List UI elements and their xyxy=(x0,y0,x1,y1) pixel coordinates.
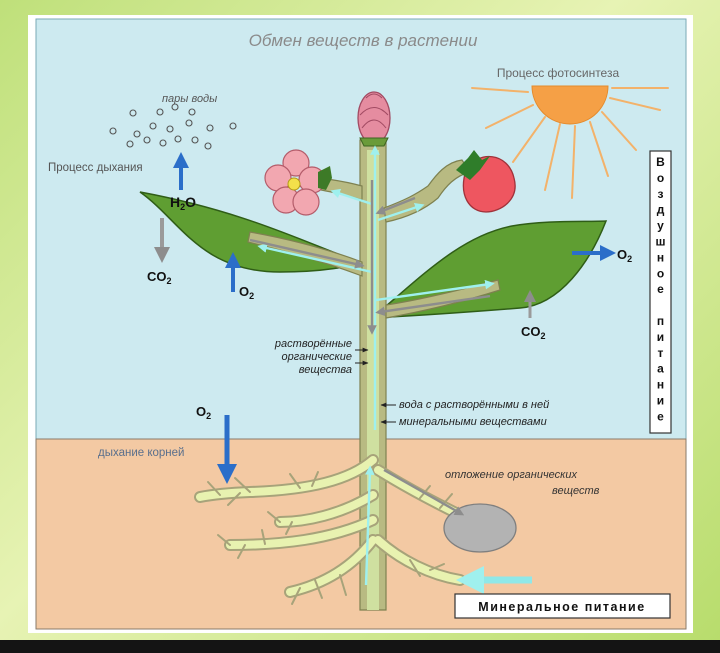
mineral-nutrition-label: Минеральное питание xyxy=(478,600,645,614)
air-nutrition-letter: д xyxy=(657,203,665,217)
air-nutrition-letter: о xyxy=(657,266,664,280)
storage-organ xyxy=(443,503,517,553)
air-nutrition-letter: и xyxy=(657,394,664,408)
respiration-label: Процесс дыхания xyxy=(48,162,143,174)
storage-label-2: веществ xyxy=(552,485,600,497)
photosynthesis-label: Процесс фотосинтеза xyxy=(497,66,620,80)
water-flow-arrows xyxy=(257,145,495,586)
organic-flow-arrows xyxy=(249,180,491,516)
organic-label-1: растворённые xyxy=(274,338,352,350)
root-respiration-label: дыхание корней xyxy=(98,447,184,459)
bottom-bar xyxy=(0,640,720,653)
flower-bud-icon xyxy=(357,91,391,147)
organic-label-3: вещества xyxy=(299,364,352,376)
co2-left-label: CO2 xyxy=(147,269,172,286)
co2-right-label: CO2 xyxy=(521,324,546,341)
right-leaf xyxy=(369,220,608,319)
mineral-nutrition-box xyxy=(454,593,671,619)
air-nutrition-letter: и xyxy=(657,330,664,344)
air-nutrition-letter: у xyxy=(657,219,664,233)
air-nutrition-letter: з xyxy=(658,187,664,201)
o2-right-label: O2 xyxy=(617,247,632,264)
air-nutrition-letter: о xyxy=(657,171,664,185)
air-nutrition-letter: п xyxy=(657,314,664,328)
air-nutrition-letter: В xyxy=(656,155,665,169)
sun-icon xyxy=(471,85,669,199)
storage-label-1: отложение органических xyxy=(445,469,577,481)
water-pointers xyxy=(380,402,396,425)
diagram-title: Обмен веществ в растении xyxy=(249,31,478,50)
o2-root-label: O2 xyxy=(196,404,211,421)
organic-pointers xyxy=(355,347,369,366)
air-nutrition-letter: ш xyxy=(655,235,665,249)
strawberry-icon xyxy=(456,150,516,213)
water-vapor-bubbles xyxy=(109,103,237,150)
o2-left-label: O2 xyxy=(239,284,254,301)
air-nutrition-letter: е xyxy=(657,282,664,296)
air-nutrition-letter: а xyxy=(657,362,664,376)
air-nutrition-letter: т xyxy=(658,346,664,360)
organic-label-2: органические xyxy=(282,351,352,363)
air-nutrition-box xyxy=(649,150,672,434)
h2o-label: H2O xyxy=(170,194,196,212)
air-nutrition-letter: н xyxy=(657,378,664,392)
air-nutrition-letter: н xyxy=(657,250,664,264)
water-label-2: минеральными веществами xyxy=(399,416,547,428)
water-vapor-label: пары воды xyxy=(162,93,217,105)
water-label-1: вода с растворёнными в ней xyxy=(399,399,549,411)
flower-icon xyxy=(264,149,332,216)
air-nutrition-letter: е xyxy=(657,409,664,423)
